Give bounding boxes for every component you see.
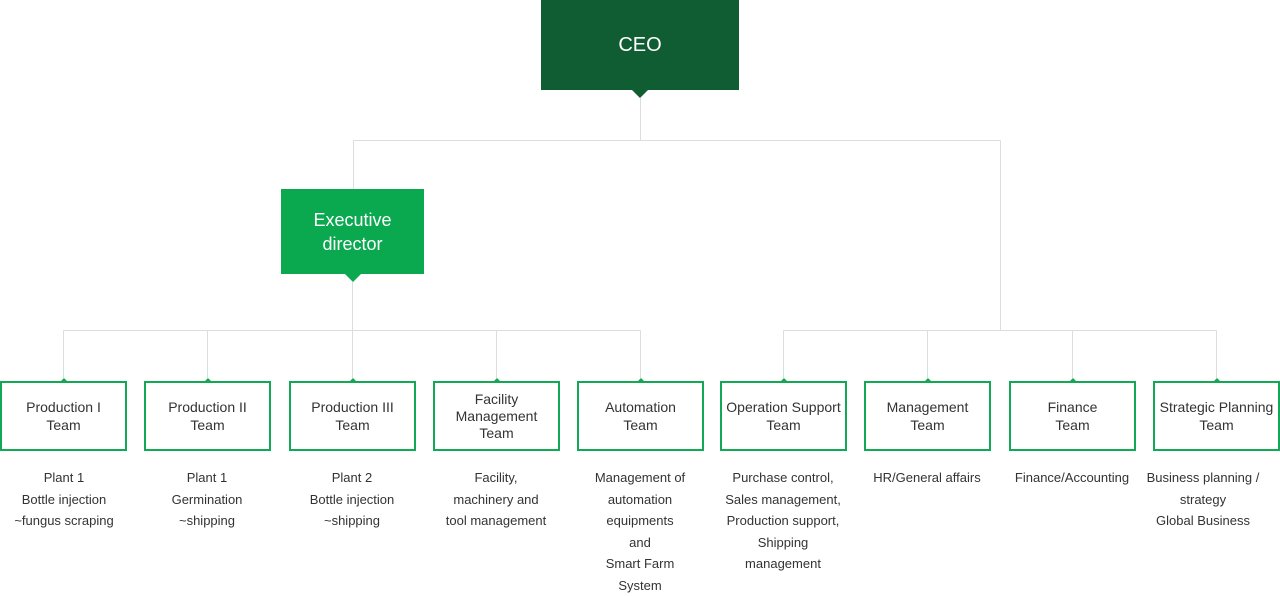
team-notch	[1211, 378, 1222, 383]
team-description: Finance/Accounting	[1014, 470, 1130, 485]
team-box-strategic-planning: Strategic Planning Team	[1153, 378, 1280, 451]
team-box-management: Management Team	[864, 378, 991, 451]
team-label: Strategic Planning Team	[1159, 399, 1274, 433]
team-notch	[778, 378, 789, 383]
team-label: Finance Team	[1047, 399, 1098, 433]
team-description: Management of automation equipments and …	[594, 470, 686, 593]
executive-director-pointer	[344, 274, 361, 282]
team-box-production-3: Production III Team	[289, 378, 416, 451]
team-notch	[491, 378, 502, 383]
team-notch	[635, 378, 646, 383]
team-box-production-1: Production I Team	[0, 378, 127, 451]
team-notch	[347, 378, 358, 383]
team-description: Purchase control, Sales management, Prod…	[725, 470, 841, 571]
team-label: Management Team	[886, 399, 969, 433]
team-description: Plant 1 Germination ~shipping	[171, 470, 243, 528]
team-description: Plant 1 Bottle injection ~fungus scrapin…	[14, 470, 114, 528]
team-box-automation: Automation Team	[577, 378, 704, 451]
team-description: HR/General affairs	[873, 470, 981, 485]
executive-director-label: Executive director	[313, 209, 392, 254]
team-description: Business planning / strategy Global Busi…	[1146, 470, 1260, 528]
team-label: Production II Team	[168, 399, 247, 433]
team-label: Automation Team	[605, 399, 676, 433]
team-label: Operation Support Team	[726, 399, 841, 433]
team-notch	[1067, 378, 1078, 383]
team-label: Production I Team	[26, 399, 101, 433]
team-label: Production III Team	[311, 399, 394, 433]
executive-director-box: Executive director	[281, 189, 424, 282]
team-box-finance: Finance Team	[1009, 378, 1136, 451]
ceo-label: CEO	[618, 33, 662, 56]
team-notch	[58, 378, 69, 383]
team-description: Facility, machinery and tool management	[445, 470, 547, 528]
team-label: Facility Management Team	[455, 390, 538, 441]
team-box-facility-management: Facility Management Team	[433, 378, 560, 451]
team-notch	[202, 378, 213, 383]
team-description: Plant 2 Bottle injection ~shipping	[309, 470, 395, 528]
team-box-operation-support: Operation Support Team	[720, 378, 847, 451]
ceo-box: CEO	[541, 0, 739, 98]
ceo-pointer	[632, 90, 648, 98]
team-box-production-2: Production II Team	[144, 378, 271, 451]
team-notch	[922, 378, 933, 383]
